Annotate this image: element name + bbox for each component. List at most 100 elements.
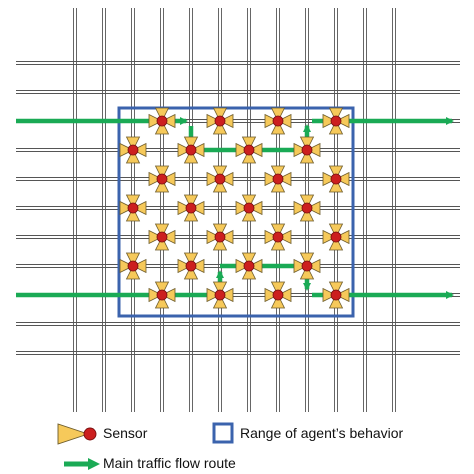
sensor-fan (161, 113, 176, 129)
sensor-fan (212, 107, 228, 122)
sensor-node (156, 173, 168, 185)
sensor-fan (125, 265, 141, 280)
legend-sensor-label: Sensor (103, 425, 148, 441)
sensor (293, 136, 321, 164)
sensor-node (243, 144, 255, 156)
legend-route-label: Main traffic flow route (103, 455, 236, 471)
sensor-fan (119, 142, 134, 158)
sensor-node (156, 115, 168, 127)
sensor-fan (219, 171, 234, 187)
sensor-fan (154, 236, 170, 251)
sensor-fan (277, 229, 292, 245)
sensor-fan (235, 200, 250, 216)
sensor-fan (154, 281, 170, 296)
sensor-fan (328, 294, 344, 309)
sensor-fan (154, 165, 170, 180)
sensor-fan (212, 281, 228, 296)
sensor (264, 281, 292, 309)
sensor-icon (57, 423, 97, 445)
sensor-fan (154, 178, 170, 193)
sensor-fan (270, 120, 286, 135)
sensor-fan (125, 207, 141, 222)
sensor (206, 281, 234, 309)
sensor-fan (241, 207, 257, 222)
sensor-fan (132, 142, 147, 158)
sensor-fan (212, 236, 228, 251)
sensor (119, 194, 147, 222)
sensor-fan (306, 200, 321, 216)
sensor-fan (270, 281, 286, 296)
sensor (148, 223, 176, 251)
sensor (148, 281, 176, 309)
sensor-fan (190, 258, 205, 274)
sensor-fan (306, 142, 321, 158)
sensor-fan (277, 113, 292, 129)
sensor-fan (206, 287, 221, 303)
sensor-fan (177, 200, 192, 216)
sensor-node (330, 231, 342, 243)
sensor-fan (322, 229, 337, 245)
sensor-fan (125, 252, 141, 267)
sensor (119, 252, 147, 280)
sensor-fan (183, 136, 199, 151)
sensor-fan (148, 229, 163, 245)
sensor-fan (177, 258, 192, 274)
sensor-fan (299, 194, 315, 209)
sensor-fan (277, 287, 292, 303)
sensor-fan (206, 229, 221, 245)
sensor-node (185, 260, 197, 272)
sensor-fan (270, 165, 286, 180)
sensor-fan (219, 229, 234, 245)
sensor-node (301, 202, 313, 214)
sensor-node (272, 173, 284, 185)
sensor-fan (299, 207, 315, 222)
sensor (293, 252, 321, 280)
sensor (322, 165, 350, 193)
sensor (206, 165, 234, 193)
sensor (322, 281, 350, 309)
sensor-fan (119, 258, 134, 274)
sensor-node (127, 202, 139, 214)
sensor-fan (125, 136, 141, 151)
sensor-fan (183, 207, 199, 222)
sensor-node (301, 144, 313, 156)
sensor-fan (299, 149, 315, 164)
sensor-fan (241, 252, 257, 267)
sensor (148, 107, 176, 135)
sensor-fan (335, 113, 350, 129)
sensor (206, 223, 234, 251)
sensor-fan (212, 178, 228, 193)
sensor-fan (219, 287, 234, 303)
sensor-array (119, 107, 350, 309)
sensor-node (272, 289, 284, 301)
sensor-node (185, 144, 197, 156)
sensor-fan (328, 107, 344, 122)
sensor-fan (264, 113, 279, 129)
sensor-fan (212, 165, 228, 180)
sensor-node (214, 115, 226, 127)
range-box-icon (212, 422, 234, 444)
sensor-fan (161, 287, 176, 303)
sensor-fan (183, 265, 199, 280)
sensor-fan (183, 194, 199, 209)
sensor-node (214, 289, 226, 301)
sensor (235, 252, 263, 280)
sensor-fan (119, 200, 134, 216)
sensor (322, 107, 350, 135)
sensor-fan (148, 113, 163, 129)
sensor-fan (161, 229, 176, 245)
sensor-fan (219, 113, 234, 129)
sensor-fan (299, 265, 315, 280)
sensor-fan (306, 258, 321, 274)
sensor-node (214, 173, 226, 185)
sensor-fan (154, 120, 170, 135)
sensor-fan (132, 258, 147, 274)
sensor-icon-node (83, 427, 97, 441)
sensor-fan (241, 136, 257, 151)
sensor-fan (248, 142, 263, 158)
sensor-fan (177, 142, 192, 158)
sensor (177, 194, 205, 222)
agent-behavior-range (117, 106, 355, 318)
sensor (264, 107, 292, 135)
sensor (235, 136, 263, 164)
